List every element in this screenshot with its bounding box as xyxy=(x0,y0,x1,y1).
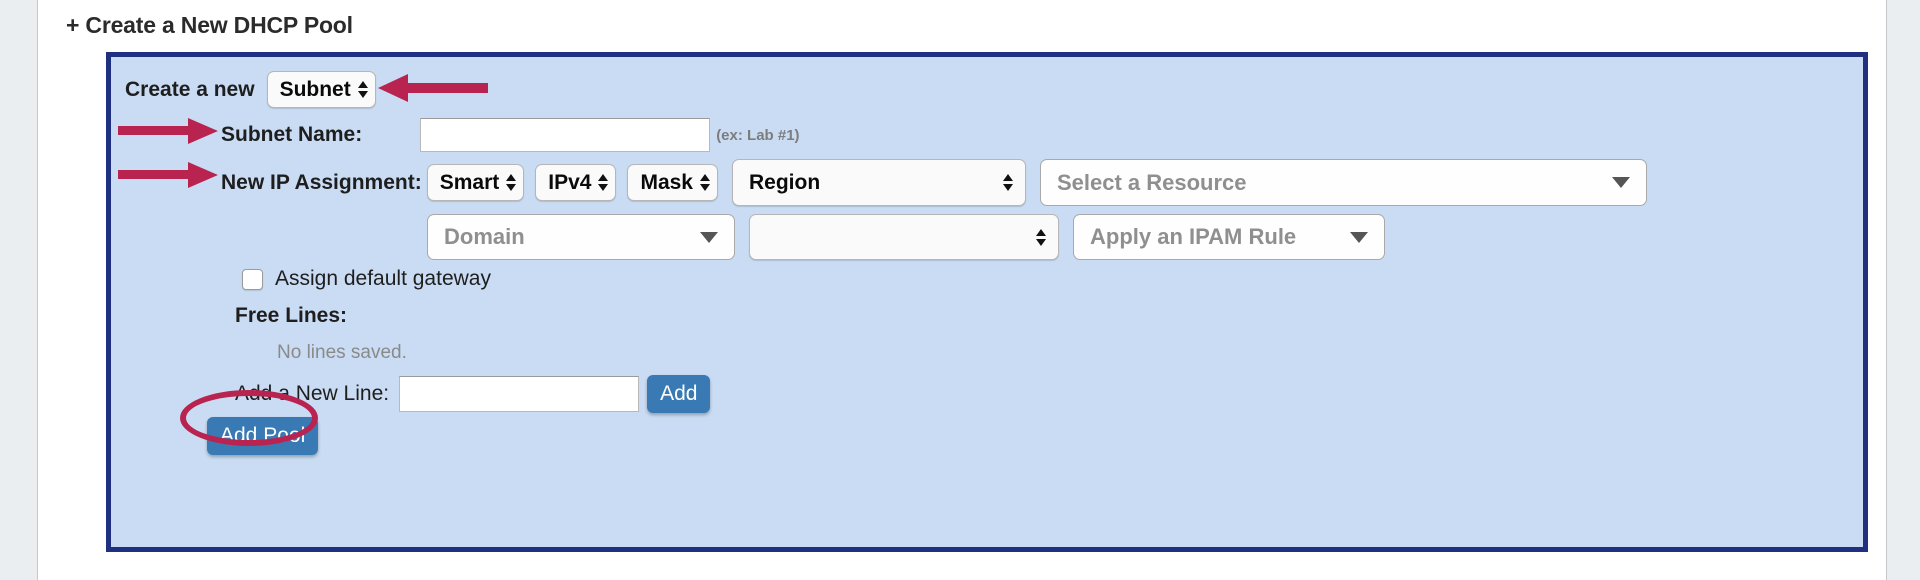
mask-mode-value: Mask xyxy=(640,170,693,194)
page-right-gutter xyxy=(1886,0,1920,580)
assign-gateway-row[interactable]: Assign default gateway xyxy=(242,267,491,291)
subnet-name-label: Subnet Name: xyxy=(221,123,363,146)
page-left-gutter xyxy=(0,0,38,580)
ipam-rule-placeholder: Apply an IPAM Rule xyxy=(1090,224,1297,249)
domain-row: Domain Apply an IPAM Rule xyxy=(427,214,1385,260)
ip-assignment-row: New IP Assignment: Smart IPv4 Mask Regio… xyxy=(221,159,1647,206)
assignment-mode-select[interactable]: Smart xyxy=(426,164,525,201)
no-lines-saved-text: No lines saved. xyxy=(277,342,407,363)
no-lines-row: No lines saved. xyxy=(277,342,407,364)
add-line-input[interactable] xyxy=(399,376,640,412)
add-pool-button[interactable]: Add Pool xyxy=(207,417,319,455)
updown-chevron-icon xyxy=(699,174,710,191)
updown-chevron-icon xyxy=(1036,228,1046,246)
chevron-down-icon xyxy=(700,231,718,243)
ip-assignment-label: New IP Assignment: xyxy=(221,170,422,194)
add-pool-row: Add Pool xyxy=(207,417,319,455)
domain-placeholder: Domain xyxy=(444,224,525,249)
updown-chevron-icon xyxy=(506,174,517,191)
mask-mode-select[interactable]: Mask xyxy=(627,164,718,201)
assignment-mode-value: Smart xyxy=(439,170,500,194)
chevron-down-icon xyxy=(1350,231,1368,243)
updown-chevron-icon xyxy=(357,81,368,98)
object-type-value: Subnet xyxy=(279,77,351,101)
assign-default-gateway-label: Assign default gateway xyxy=(275,267,491,290)
resource-select[interactable]: Select a Resource xyxy=(1039,159,1647,206)
create-a-new-label: Create a new xyxy=(125,77,255,101)
domain-select[interactable]: Domain xyxy=(427,214,735,260)
resource-placeholder: Select a Resource xyxy=(1056,169,1247,195)
create-dhcp-pool-panel: Create a new Subnet Subnet Name: (ex: La… xyxy=(106,52,1868,552)
updown-chevron-icon xyxy=(1002,174,1013,191)
subnet-name-hint: (ex: Lab #1) xyxy=(716,126,800,144)
updown-chevron-icon xyxy=(598,174,609,191)
ipam-rule-select[interactable]: Apply an IPAM Rule xyxy=(1073,214,1385,260)
add-a-new-line-label: Add a New Line: xyxy=(235,382,390,405)
object-type-select[interactable]: Subnet xyxy=(266,71,376,108)
subnet-name-row: Subnet Name: (ex: Lab #1) xyxy=(221,118,800,152)
free-lines-label: Free Lines: xyxy=(235,304,348,327)
assign-default-gateway-checkbox[interactable] xyxy=(242,268,263,290)
domain-detail-select[interactable] xyxy=(749,214,1059,260)
scope-type-value: Region xyxy=(748,170,821,194)
free-lines-row: Free Lines: xyxy=(235,304,347,328)
subnet-name-input[interactable] xyxy=(420,118,711,152)
scope-type-select[interactable]: Region xyxy=(731,159,1026,206)
chevron-down-icon xyxy=(1611,177,1630,188)
page-title: + Create a New DHCP Pool xyxy=(66,12,353,38)
add-line-row: Add a New Line: Add xyxy=(235,375,711,413)
add-line-button[interactable]: Add xyxy=(647,375,711,413)
ip-version-value: IPv4 xyxy=(548,170,592,194)
ip-version-select[interactable]: IPv4 xyxy=(535,164,617,201)
object-type-row: Create a new Subnet xyxy=(125,71,376,108)
